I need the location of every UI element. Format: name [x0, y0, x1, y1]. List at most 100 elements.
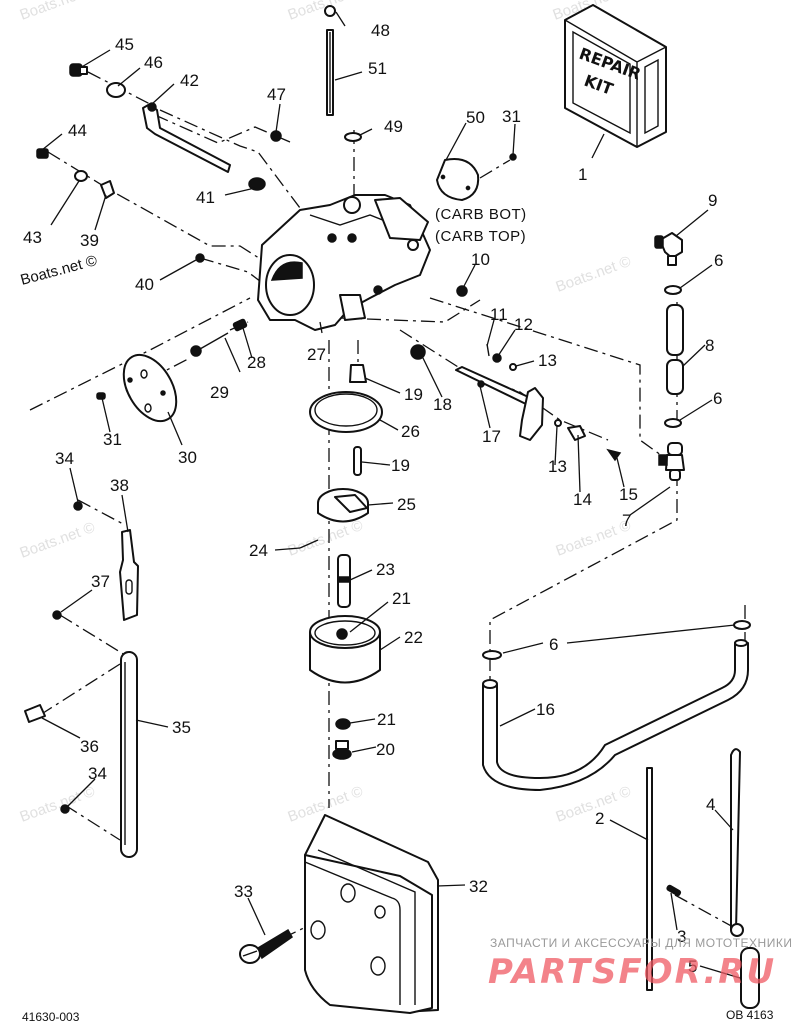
callout-48: 48 [371, 21, 390, 40]
part-35-link-rod [120, 651, 138, 858]
part-36-clip [24, 704, 46, 723]
callout-labels: 48 51 49 45 46 42 47 44 43 39 41 40 50 3… [23, 21, 723, 976]
part-1-repair-kit-box: REPAIR KIT [564, 4, 667, 148]
boats-net-label: Boats.net © [19, 252, 99, 289]
part-40-nut [195, 253, 205, 263]
part-19-needle [353, 446, 362, 476]
callout-51: 51 [368, 59, 387, 78]
part-26-gasket [309, 391, 383, 433]
callout-34-top: 34 [55, 449, 74, 468]
part-20-drain-screw [332, 740, 352, 760]
callout-38: 38 [110, 476, 129, 495]
callout-20: 20 [376, 740, 395, 759]
watermark: Boats.net © [286, 517, 366, 560]
part-32-air-silencer [304, 814, 439, 1014]
callout-3: 3 [677, 927, 686, 946]
callout-4: 4 [706, 795, 715, 814]
part-5-sleeve [730, 923, 760, 1009]
callout-14: 14 [573, 490, 592, 509]
part-41-spring [248, 177, 266, 191]
callout-13-top: 13 [538, 351, 557, 370]
watermark: Boats.net © [18, 0, 98, 24]
callout-19-top: 19 [404, 385, 423, 404]
callout-43: 43 [23, 228, 42, 247]
callout-26: 26 [401, 422, 420, 441]
callout-33: 33 [234, 882, 253, 901]
callout-9: 9 [708, 191, 717, 210]
callout-22: 22 [404, 628, 423, 647]
callout-15: 15 [619, 485, 638, 504]
part-3-spring [666, 884, 682, 897]
callout-30: 30 [178, 448, 197, 467]
callout-6-top: 6 [714, 251, 723, 270]
part-13-washer-bottom [554, 419, 562, 427]
part-34-nut-top [73, 501, 83, 511]
shop-watermark-tagline: ЗАПЧАСТИ И АКСЕССУАРЫ ДЛЯ МОТОТЕХНИКИ [490, 936, 792, 950]
part-2-rod [646, 767, 653, 991]
callout-37: 37 [91, 572, 110, 591]
callout-31-bottom: 31 [103, 430, 122, 449]
part-23-main-jet [337, 554, 351, 608]
callout-7: 7 [622, 511, 631, 530]
callout-35: 35 [172, 718, 191, 737]
part-42-lever [142, 102, 231, 173]
part-37-screw [52, 610, 62, 620]
part-33-screw [239, 928, 293, 964]
part-7-tee-fitting [658, 442, 685, 481]
part-22-float-bowl [309, 615, 381, 684]
callout-29: 29 [210, 383, 229, 402]
callout-21-top: 21 [392, 589, 411, 608]
part-48-clip [324, 5, 336, 17]
part-30-gasket-plate [122, 353, 178, 423]
part-24-pin [299, 539, 319, 549]
part-18-screw [410, 344, 426, 360]
part-29-screw [190, 332, 229, 357]
callout-24: 24 [249, 541, 268, 560]
callout-39: 39 [80, 231, 99, 250]
leader-lines [41, 11, 741, 979]
part-49-washer [344, 132, 362, 142]
part-19-needle-seat [349, 364, 367, 383]
callout-5: 5 [688, 957, 697, 976]
diagram-reference-left: 41630-003 [22, 1010, 80, 1024]
part-51-rod [326, 29, 334, 116]
part-21-washer [335, 718, 351, 730]
callout-21-bottom: 21 [377, 710, 396, 729]
part-50-cover [436, 158, 480, 201]
callout-28: 28 [247, 353, 266, 372]
callout-42: 42 [180, 71, 199, 90]
callout-47: 47 [267, 85, 286, 104]
callout-40: 40 [135, 275, 154, 294]
part-15-cap [606, 448, 622, 462]
callout-11: 11 [490, 305, 508, 324]
part-25-float [317, 488, 369, 523]
callout-32: 32 [469, 877, 488, 896]
note-carb-top: (CARB TOP) [435, 228, 526, 245]
callout-31-top: 31 [502, 107, 521, 126]
note-carb-bot: (CARB BOT) [435, 206, 527, 223]
part-43-washer [74, 170, 88, 182]
shop-watermark-logo: PARTSFOR.RU [488, 952, 776, 992]
part-12-nut [492, 353, 502, 363]
part-10-nut [456, 285, 468, 297]
part-6-clamp-middle [664, 418, 682, 428]
callout-45: 45 [115, 35, 134, 54]
part-27-carburetor-body [257, 194, 431, 331]
callout-19-bottom: 19 [391, 456, 410, 475]
part-13-washer-top [509, 363, 517, 371]
callout-44: 44 [68, 121, 87, 140]
callout-6-lower: 6 [549, 635, 558, 654]
part-6-clamp-top [664, 285, 682, 295]
callout-10: 10 [471, 250, 490, 269]
part-6-clamp-lower-right [733, 620, 751, 630]
callout-17: 17 [482, 427, 501, 446]
part-38-bracket [119, 529, 139, 621]
part-28-spring [232, 318, 248, 332]
watermark: Boats.net © [18, 519, 98, 562]
part-8-fuel-filter [666, 304, 684, 395]
watermark: Boats.net © [554, 253, 634, 296]
callout-25: 25 [397, 495, 416, 514]
callout-12: 12 [514, 315, 533, 334]
part-45-screw [69, 63, 88, 77]
